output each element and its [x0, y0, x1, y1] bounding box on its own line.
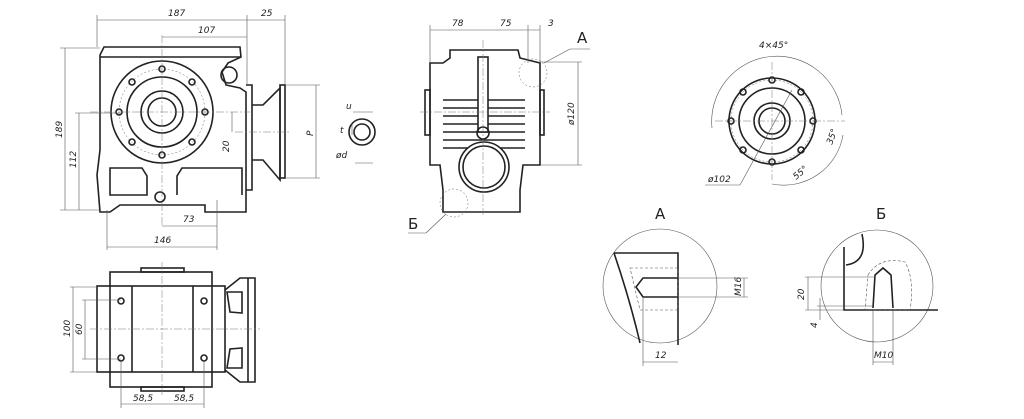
side-view: 78 75 3 ø120 А Б: [408, 19, 590, 234]
dim-20: 20: [222, 140, 232, 152]
dim-58-5-left: 58,5: [133, 394, 153, 404]
detail-a-marker: [518, 58, 548, 88]
dim-3: 3: [548, 19, 554, 29]
top-view: 100 60 58,5 58,5: [63, 262, 260, 408]
detail-b: Б 20 4 M10: [797, 205, 938, 365]
motor-flange: [279, 84, 286, 179]
dim-m16: M16: [734, 277, 744, 296]
dim-u: u: [346, 102, 352, 112]
dim-60: 60: [75, 323, 85, 335]
dim-187: 187: [168, 9, 185, 19]
dim-100: 100: [63, 320, 73, 337]
detail-b-marker: [439, 188, 469, 218]
feet-pockets: [109, 167, 243, 196]
dim-146: 146: [154, 236, 171, 246]
dim-25: 25: [261, 9, 273, 19]
dim-m10: M10: [874, 351, 893, 361]
housing-outline: [96, 46, 247, 213]
detail-a-title: А: [655, 205, 666, 223]
dim-20-b: 20: [797, 288, 807, 300]
dim-d: ød: [335, 151, 348, 161]
dim-4x45: 4×45°: [759, 41, 788, 51]
dim-55deg: 55°: [792, 164, 811, 182]
dim-12: 12: [655, 351, 667, 361]
detail-a: А M16 12: [602, 205, 748, 366]
dim-112: 112: [69, 151, 79, 168]
dim-58-5-right: 58,5: [174, 394, 194, 404]
shaft-section: u t ød: [335, 102, 376, 164]
detail-b-title: Б: [876, 205, 886, 223]
dim-p: P: [306, 130, 316, 136]
drain-plug: [154, 191, 166, 203]
dim-102: ø102: [707, 175, 731, 185]
dim-75: 75: [500, 19, 512, 29]
dim-120: ø120: [567, 102, 577, 126]
dim-78: 78: [452, 19, 464, 29]
motor-adapter: [246, 84, 281, 191]
dim-4: 4: [810, 322, 820, 328]
flange-view: 4×45° ø102 35° 55°: [705, 41, 845, 186]
dim-73: 73: [183, 215, 195, 225]
dim-107: 107: [198, 26, 215, 36]
detail-b-callout: Б: [408, 215, 418, 233]
dim-35deg: 35°: [825, 128, 840, 146]
lifting-eye: [220, 66, 238, 84]
dim-189: 189: [55, 121, 65, 138]
dim-t: t: [340, 126, 344, 136]
dimension-lines: [60, 15, 320, 250]
detail-a-callout: А: [577, 29, 588, 47]
front-view: 187 25 107 189 112 20 73 146 P: [55, 9, 320, 250]
